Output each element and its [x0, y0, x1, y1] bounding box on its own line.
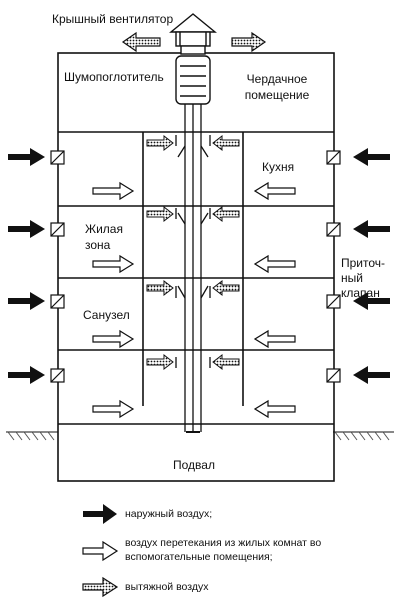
- inlet-valves: [50, 150, 341, 383]
- silencer: [175, 55, 211, 105]
- hollow-arrow: [253, 399, 296, 419]
- legend-exhaust-air: вытяжной воздух: [125, 581, 209, 593]
- roof-fan: [169, 13, 217, 55]
- inlet-valve: [50, 368, 65, 383]
- silencer-label: Шумопоглотитель: [64, 70, 164, 84]
- roof-fan-label: Крышный вентилятор: [52, 12, 174, 26]
- inlet-valve: [326, 294, 341, 309]
- legend-solid-arrow: [83, 504, 117, 524]
- inlet-valve-label-line2: ный: [341, 271, 363, 285]
- legend-symbols: [82, 504, 119, 598]
- outdoor-air-arrows: [8, 148, 390, 384]
- dotted-arrow: [146, 205, 174, 223]
- legend-transfer-air-line2: вспомогательные помещения;: [125, 551, 273, 563]
- solid-arrow: [353, 220, 390, 238]
- dotted-arrow: [121, 31, 161, 53]
- legend-dotted-arrow: [82, 576, 119, 598]
- dotted-arrow: [146, 279, 174, 297]
- exhaust-duct: [175, 104, 211, 433]
- inlet-valve: [50, 294, 65, 309]
- ground-line: [6, 431, 394, 441]
- solid-arrow: [8, 148, 45, 166]
- dotted-arrow: [146, 353, 174, 371]
- kitchen-label: Кухня: [262, 160, 295, 174]
- legend-hollow-arrow: [82, 540, 119, 562]
- inlet-valve-label-line1: Приточ-: [341, 256, 386, 270]
- solid-arrow: [353, 366, 390, 384]
- living-zone-label-line1: Жилая: [85, 222, 123, 236]
- legend-transfer-air-line1: воздух перетекания из жилых комнат во: [125, 537, 322, 549]
- dotted-arrow: [212, 353, 240, 371]
- solid-arrow: [8, 220, 45, 238]
- hollow-arrow: [253, 254, 296, 274]
- attic-label-line1: Чердачное: [246, 72, 308, 86]
- inlet-valve: [326, 368, 341, 383]
- inlet-valve: [326, 222, 341, 237]
- inlet-valve: [326, 150, 341, 165]
- basement-label: Подвал: [173, 458, 215, 472]
- transfer-arrows: [92, 181, 296, 419]
- inlet-valve-label-line3: клапан: [341, 286, 380, 300]
- solid-arrow: [8, 292, 45, 310]
- solid-arrow: [8, 366, 45, 384]
- hollow-arrow: [92, 254, 135, 274]
- dotted-arrow: [146, 134, 174, 152]
- dotted-arrow: [212, 205, 240, 223]
- solid-arrow: [353, 148, 390, 166]
- hollow-arrow: [92, 329, 135, 349]
- hollow-arrow: [253, 181, 296, 201]
- solid-arrow: [353, 292, 390, 310]
- dotted-arrow: [231, 31, 267, 53]
- bathroom-label: Санузел: [83, 308, 130, 322]
- attic-label-line2: помещение: [244, 88, 310, 102]
- living-zone-label-line2: зона: [85, 238, 111, 252]
- inlet-valve: [50, 222, 65, 237]
- hollow-arrow: [253, 329, 296, 349]
- building-frame: [57, 52, 335, 482]
- dotted-arrow: [212, 134, 240, 152]
- exhaust-arrows: [146, 134, 240, 371]
- dotted-arrow: [212, 279, 240, 297]
- hollow-arrow: [92, 181, 135, 201]
- roof-exhaust-arrows: [121, 31, 267, 53]
- inlet-valve: [50, 150, 65, 165]
- legend-outdoor-air: наружный воздух;: [125, 508, 213, 520]
- hollow-arrow: [92, 399, 135, 419]
